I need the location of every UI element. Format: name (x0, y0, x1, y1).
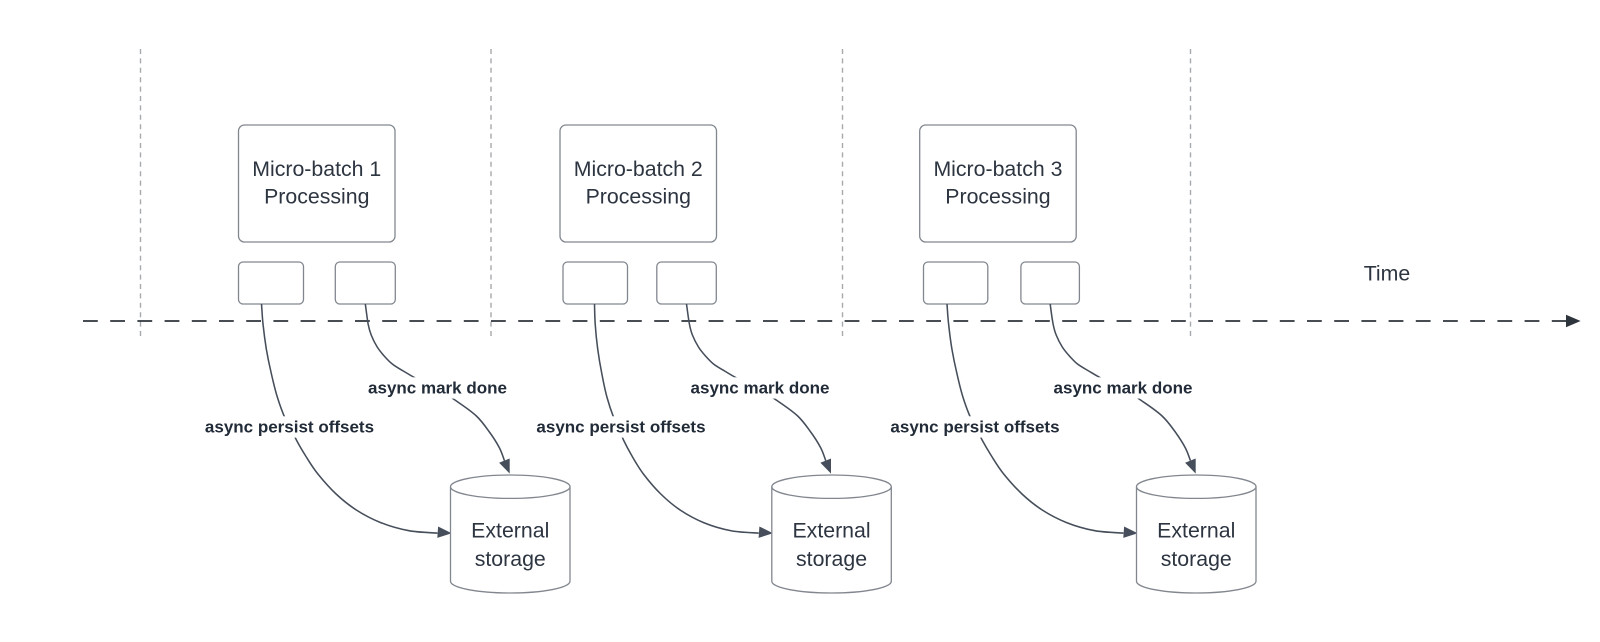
svg-text:Processing: Processing (586, 185, 691, 209)
svg-text:Micro-batch 2: Micro-batch 2 (574, 157, 703, 181)
svg-text:Time: Time (1364, 261, 1411, 285)
svg-text:async persist offsets: async persist offsets (536, 418, 705, 437)
svg-text:Processing: Processing (945, 185, 1050, 209)
svg-text:async persist offsets: async persist offsets (890, 418, 1059, 437)
svg-text:External: External (471, 519, 549, 543)
svg-text:storage: storage (475, 547, 546, 571)
svg-text:async mark done: async mark done (691, 379, 830, 398)
svg-text:External: External (792, 519, 870, 543)
svg-text:async mark done: async mark done (1054, 379, 1193, 398)
svg-text:async mark done: async mark done (368, 379, 507, 398)
svg-text:Processing: Processing (264, 185, 369, 209)
svg-text:Micro-batch 1: Micro-batch 1 (252, 157, 381, 181)
svg-text:storage: storage (796, 547, 867, 571)
svg-text:storage: storage (1161, 547, 1232, 571)
svg-text:Micro-batch 3: Micro-batch 3 (933, 157, 1062, 181)
svg-text:async persist offsets: async persist offsets (205, 418, 374, 437)
svg-text:External: External (1157, 519, 1235, 543)
